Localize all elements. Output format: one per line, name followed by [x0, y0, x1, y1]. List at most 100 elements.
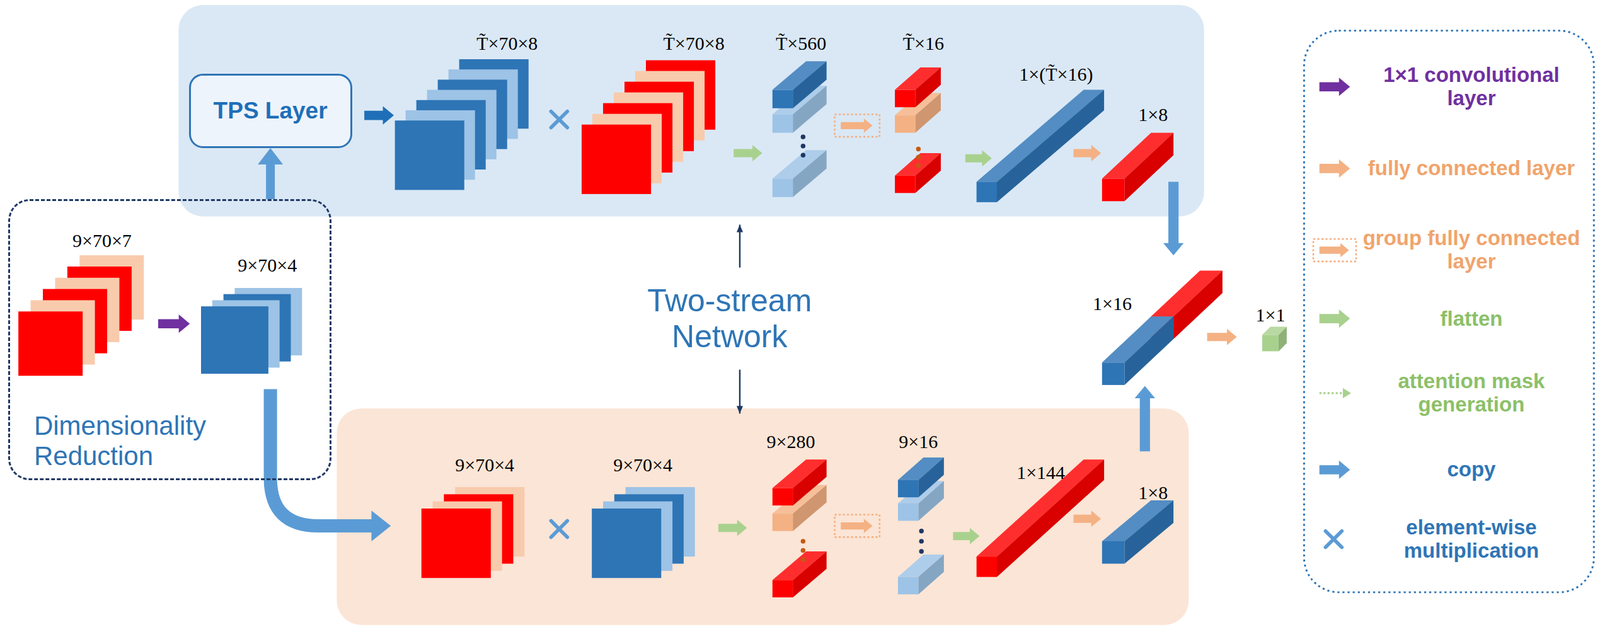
feature-map: [18, 311, 83, 376]
feature-map: [421, 508, 491, 578]
arrow-head: [257, 148, 283, 165]
bar-side: [996, 90, 1105, 203]
bar-side: [1124, 500, 1174, 564]
bar-side: [1124, 132, 1174, 202]
arrow: [1134, 386, 1156, 452]
dimension-label: T̃×70×8: [663, 32, 725, 54]
dimension-label: T̃×16: [903, 32, 944, 54]
bar-side-shade: [1278, 327, 1287, 352]
legend-entry: flatten: [1356, 306, 1587, 331]
dimension-label: 9×70×4: [613, 454, 673, 476]
bar-side: [918, 457, 944, 498]
ellipsis-dot: [916, 163, 921, 168]
bar-side-shade: [918, 457, 944, 498]
bar-front: [772, 513, 793, 532]
bar-top: [976, 90, 1105, 183]
bar-side-shade: [996, 90, 1105, 203]
section-label: Two-stream Network: [625, 282, 834, 355]
multiply-sign: [1325, 531, 1342, 548]
multiply-sign: [550, 111, 568, 128]
bar-side: [792, 61, 827, 109]
bar-side-shade: [792, 551, 827, 598]
stream-panel: [178, 5, 1204, 217]
pointer-head: [736, 405, 743, 414]
bar-top: [976, 459, 1105, 557]
bar-front: [1102, 541, 1125, 565]
bar-side-shade: [918, 554, 944, 595]
bar-front: [897, 480, 919, 498]
dimension-label: 1×(T̃×16): [1018, 63, 1093, 84]
ellipsis-dot: [916, 155, 921, 160]
ellipsis-dot: [916, 146, 921, 152]
bar-side-shade: [1173, 270, 1223, 340]
bar-side: [792, 149, 827, 198]
bar-front: [1102, 178, 1125, 202]
bar-front: [772, 579, 793, 598]
legend-entry: 1×1 convolutional layer: [1356, 63, 1587, 111]
bar-front: [1102, 362, 1125, 386]
legend-entry: element-wise multiplication: [1356, 516, 1587, 563]
bar-front: [772, 90, 793, 109]
multiply-sign: [550, 520, 568, 537]
bar-top-shade: [976, 90, 1105, 183]
bar-side-shade: [1124, 316, 1174, 386]
arrow: [733, 144, 762, 162]
feature-map: [201, 306, 269, 374]
bar-side-shade: [915, 67, 941, 108]
dimension-label: T̃×70×8: [476, 32, 538, 54]
arrow: [158, 314, 190, 333]
bar-side-shade: [792, 459, 827, 506]
group-title: Dimensionality Reduction: [34, 410, 274, 472]
dimension-label: 1×144: [1016, 461, 1065, 483]
bar-side-shade: [915, 153, 941, 193]
arrow: [364, 106, 394, 125]
dimension-label: 1×8: [1138, 103, 1168, 125]
bar-front: [1262, 335, 1279, 352]
group-box: [834, 114, 880, 137]
connector-shaft: [265, 164, 275, 200]
attention-sample: [1319, 391, 1345, 394]
ellipsis-dot: [800, 548, 806, 553]
arrow: [1207, 328, 1238, 346]
arrow: [1319, 243, 1350, 258]
bar-side: [915, 153, 941, 193]
bar-front: [894, 115, 916, 133]
bar-side: [915, 67, 941, 108]
dimension-label: 1×16: [1092, 293, 1132, 314]
bar-side-shade: [792, 61, 827, 109]
bar-front: [897, 577, 919, 595]
bar-front: [894, 175, 916, 194]
stream-panel: [336, 408, 1189, 626]
arrow: [1319, 309, 1351, 328]
arrow: [965, 149, 992, 167]
pointer-head: [736, 224, 743, 233]
copy-arrow-head: [371, 510, 391, 542]
arrow: [840, 518, 873, 534]
dashed-group-box: Dimensionality Reduction: [8, 199, 332, 481]
arrow: [952, 528, 980, 545]
dimension-label: T̃×560: [775, 32, 827, 54]
dimension-label: 9×70×4: [454, 454, 515, 476]
dimension-label: 9×280: [766, 431, 815, 452]
bar-side: [996, 459, 1105, 577]
bar-front: [976, 181, 997, 202]
bar-side-shade: [792, 149, 827, 198]
feature-map: [395, 120, 465, 190]
arrow: [840, 118, 873, 133]
bar-front: [894, 90, 916, 108]
bar-side: [1278, 327, 1287, 352]
arrow: [718, 519, 747, 537]
multiply-sign: [550, 111, 568, 128]
legend-entry: copy: [1356, 458, 1587, 482]
arrow: [1319, 460, 1351, 479]
ellipsis-dot: [800, 134, 806, 139]
ellipsis-dot: [800, 538, 806, 544]
arrow: [1163, 181, 1184, 256]
legend-entry: attention mask generation: [1356, 369, 1587, 417]
box-label: TPS Layer: [213, 97, 328, 125]
bar-side: [1173, 270, 1223, 340]
ellipsis-dot: [800, 143, 806, 149]
bar-side: [1124, 316, 1174, 386]
group-box: [834, 514, 880, 538]
